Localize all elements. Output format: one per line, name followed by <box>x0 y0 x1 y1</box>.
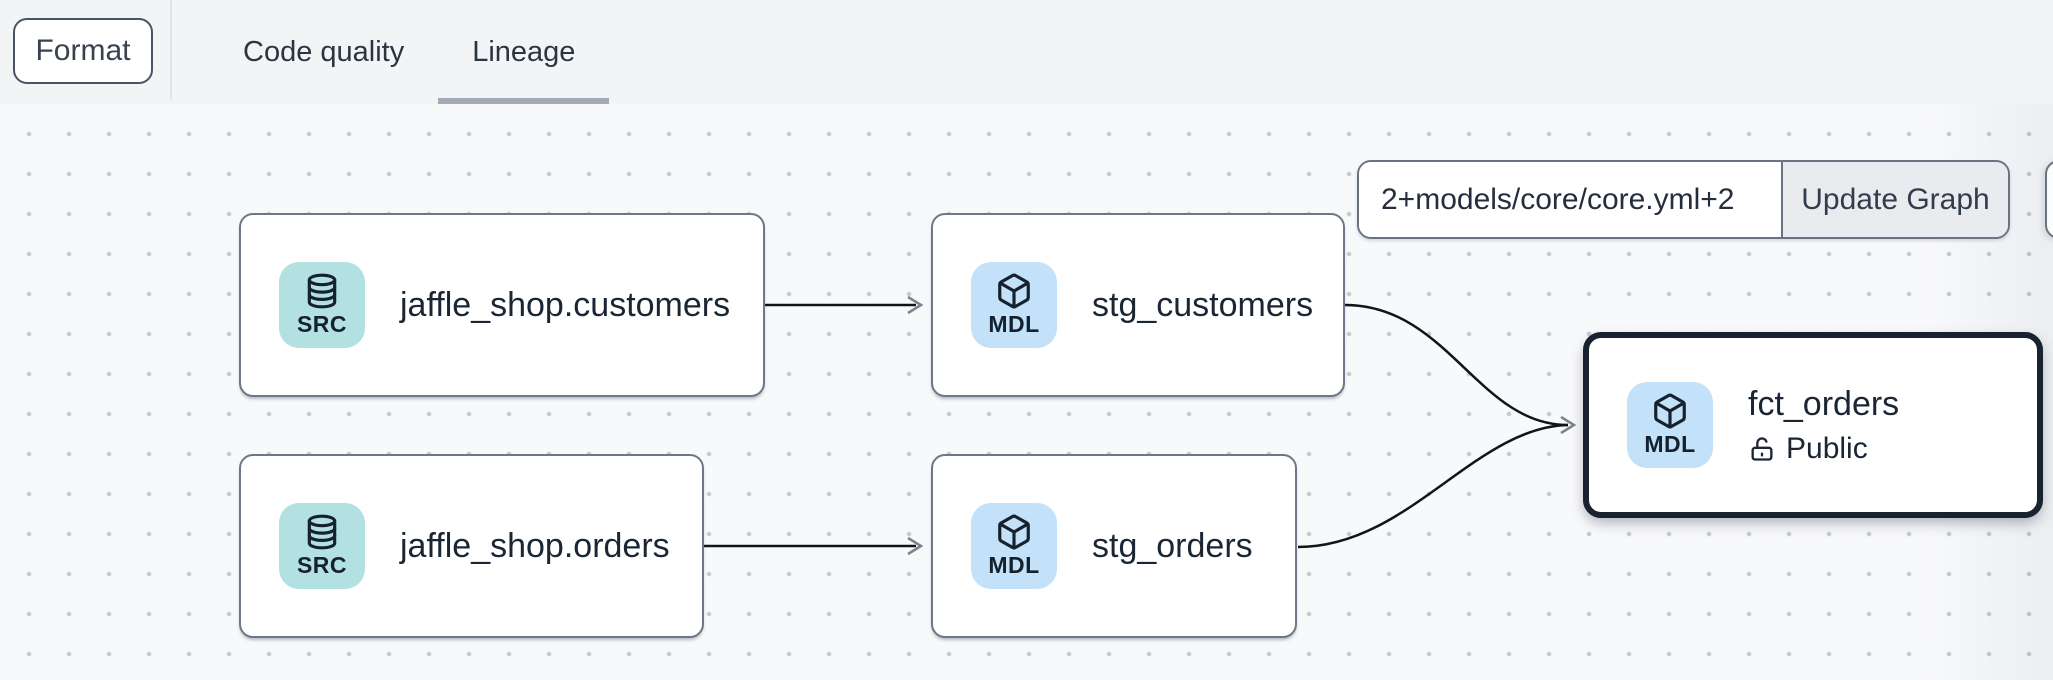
node-label: jaffle_shop.customers <box>400 285 731 324</box>
node-stg-orders[interactable]: MDL stg_orders <box>931 454 1297 638</box>
node-fct-orders[interactable]: MDL fct_orders Public <box>1583 332 2043 518</box>
toolbar: Format Code quality Lineage <box>0 0 2053 104</box>
tab-lineage[interactable]: Lineage <box>438 0 610 104</box>
node-text-block: fct_orders Public <box>1748 385 1899 466</box>
unlock-icon <box>1751 436 1773 461</box>
tab-lineage-label: Lineage <box>472 35 576 68</box>
model-badge: MDL <box>971 262 1057 348</box>
arrowhead <box>907 295 924 315</box>
node-selector-input[interactable] <box>1359 162 1781 237</box>
node-label: jaffle_shop.orders <box>400 526 670 565</box>
source-badge: SRC <box>279 262 365 348</box>
node-stg-customers[interactable]: MDL stg_customers <box>931 213 1345 397</box>
format-button[interactable]: Format <box>13 18 153 84</box>
lineage-canvas[interactable]: SRC jaffle_shop.customers MDL stg_custom… <box>0 104 2053 680</box>
cut-off-button[interactable] <box>2045 160 2053 239</box>
arrowhead <box>1560 415 1577 435</box>
tab-code-quality-label: Code quality <box>243 35 405 68</box>
tab-bar: Code quality Lineage <box>209 0 610 104</box>
source-badge: SRC <box>279 503 365 589</box>
toolbar-divider <box>170 0 172 100</box>
edge-stgcustomers-to-fct <box>1344 303 1569 427</box>
badge-label: MDL <box>1644 431 1696 457</box>
edge-stgorders-to-fct <box>1297 423 1569 549</box>
badge-label: SRC <box>296 311 348 337</box>
node-label: stg_orders <box>1092 526 1253 565</box>
cube-icon <box>998 273 1030 309</box>
cube-icon <box>1654 393 1686 429</box>
cube-icon <box>998 514 1030 550</box>
node-label: stg_customers <box>1092 285 1314 324</box>
badge-label: MDL <box>988 552 1040 578</box>
node-jaffle-shop-orders[interactable]: SRC jaffle_shop.orders <box>239 454 704 638</box>
update-graph-button[interactable]: Update Graph <box>1781 162 2008 237</box>
graph-controls: Update Graph <box>1357 160 2010 239</box>
arrowhead <box>907 536 924 556</box>
model-badge: MDL <box>971 503 1057 589</box>
node-jaffle-shop-customers[interactable]: SRC jaffle_shop.customers <box>239 213 765 397</box>
database-icon <box>307 514 337 550</box>
node-label: fct_orders <box>1748 384 1900 423</box>
edge-layer <box>704 295 1577 556</box>
active-tab-indicator <box>438 98 610 104</box>
access-row: Public <box>1748 432 1899 466</box>
database-icon <box>307 273 337 309</box>
badge-label: SRC <box>296 552 348 578</box>
model-badge: MDL <box>1627 382 1713 468</box>
badge-label: MDL <box>988 311 1040 337</box>
tab-code-quality[interactable]: Code quality <box>209 0 438 104</box>
access-label: Public <box>1786 431 1868 465</box>
